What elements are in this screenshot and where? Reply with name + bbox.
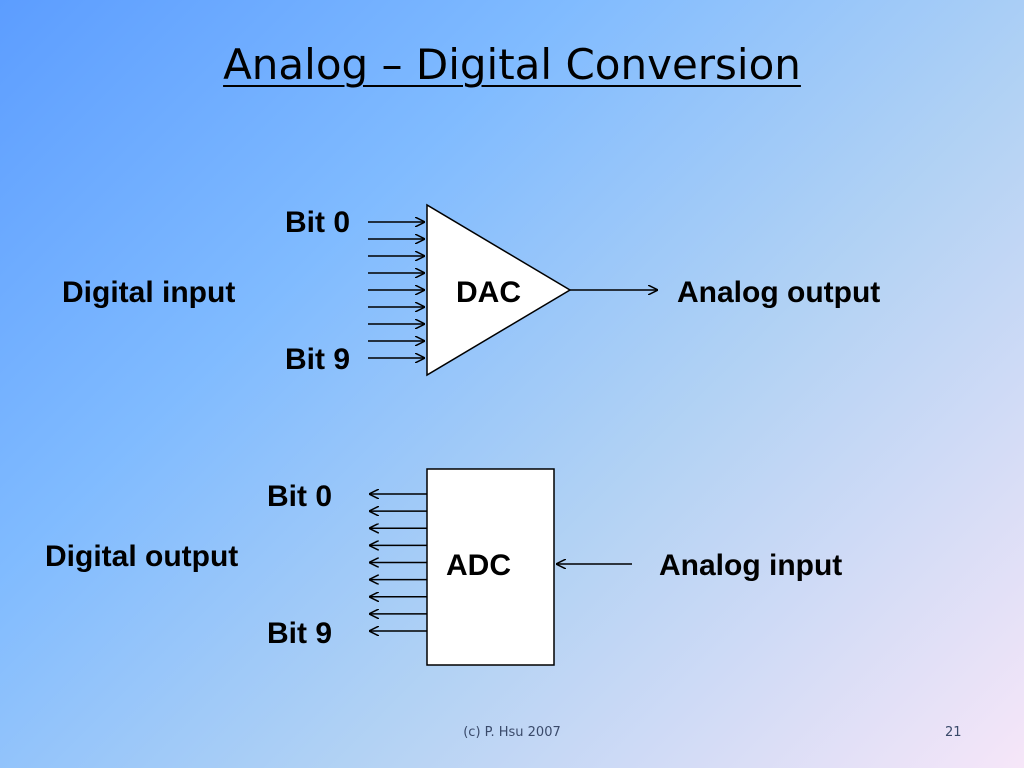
dac-bit-lines (368, 222, 425, 358)
adc-bit-lines (369, 494, 427, 631)
adc-first-bit-label: Bit 0 (267, 480, 333, 513)
adc-block-label: ADC (446, 549, 511, 582)
adc-last-bit-label: Bit 9 (267, 617, 333, 650)
slide-title: Analog – Digital Conversion (223, 40, 801, 89)
page-number: 21 (945, 725, 962, 740)
adc-block (426, 468, 555, 666)
footer-credit: (c) P. Hsu 2007 (463, 725, 561, 740)
dac-first-bit-label: Bit 0 (285, 206, 351, 239)
adc-output-label: Digital output (45, 540, 239, 573)
adc-input-label: Analog input (659, 549, 843, 582)
dac-block-label: DAC (456, 276, 521, 309)
dac-output-label: Analog output (677, 276, 881, 309)
dac-last-bit-label: Bit 9 (285, 343, 351, 376)
dac-input-label: Digital input (62, 276, 236, 309)
dac-block (426, 203, 572, 377)
